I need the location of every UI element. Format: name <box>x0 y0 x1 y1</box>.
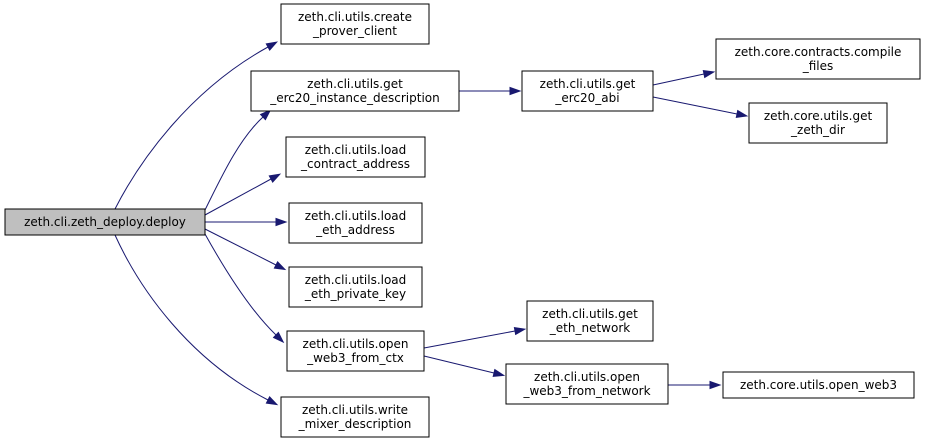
node-get-erc20-abi[interactable]: zeth.cli.utils.get_erc20_abi <box>521 70 654 112</box>
edge-line <box>204 178 272 216</box>
edge-deploy-to-load_contract_address <box>204 173 282 216</box>
node-get-zeth-dir[interactable]: zeth.core.utils.get_zeth_dir <box>748 102 888 144</box>
node-write-mixer-description[interactable]: zeth.cli.utils.write_mixer_description <box>280 396 430 438</box>
edge-open_web3_from_ctx-to-open_web3_from_network <box>423 355 506 377</box>
node-box <box>285 136 426 178</box>
node-label: zeth.cli.utils.open <box>534 370 640 384</box>
edge-open_web3_from_ctx-to-get_eth_network <box>423 326 527 349</box>
edge-line <box>114 46 269 210</box>
node-label: zeth.core.utils.open_web3 <box>740 378 897 392</box>
node-label: _eth_network <box>549 321 630 335</box>
node-box <box>715 38 921 80</box>
node-label: _files <box>802 59 834 73</box>
arrowhead-icon <box>272 331 285 344</box>
node-label: _eth_private_key <box>304 287 406 301</box>
node-label: zeth.core.utils.get <box>764 109 873 123</box>
node-label: _web3_from_network <box>522 384 650 398</box>
node-compile-files[interactable]: zeth.core.contracts.compile_files <box>715 38 921 80</box>
arrowhead-icon <box>273 261 287 271</box>
edge-deploy-to-write_mixer_description <box>114 234 279 406</box>
node-box <box>250 70 460 112</box>
node-load-eth-address[interactable]: zeth.cli.utils.load_eth_address <box>288 202 423 244</box>
edge-line <box>423 355 495 374</box>
node-box <box>526 300 654 342</box>
arrowhead-icon <box>513 326 527 336</box>
edge-open_web3_from_network-to-open_web3 <box>668 380 722 390</box>
arrowhead-icon <box>265 41 279 51</box>
node-label: _erc20_instance_description <box>269 91 439 105</box>
edge-line <box>423 330 516 349</box>
node-label: zeth.core.contracts.compile <box>735 45 902 59</box>
node-label: zeth.cli.utils.load <box>305 273 407 287</box>
node-box <box>722 371 915 399</box>
node-label: zeth.cli.utils.load <box>305 209 407 223</box>
arrowhead-icon <box>735 109 749 118</box>
node-box <box>748 102 888 144</box>
node-box <box>505 363 669 405</box>
edge-deploy-to-load_eth_address <box>205 217 288 227</box>
arrowhead-icon <box>492 368 506 377</box>
node-label: zeth.cli.utils.write <box>302 403 408 417</box>
arrowhead-icon <box>268 173 282 183</box>
node-label: _prover_client <box>312 24 397 38</box>
node-label: _web3_from_ctx <box>306 351 404 365</box>
arrowhead-icon <box>259 109 272 121</box>
edges <box>114 41 749 406</box>
node-label: zeth.cli.zeth_deploy.deploy <box>24 215 186 229</box>
node-label: zeth.cli.utils.create <box>298 10 412 24</box>
node-label: _erc20_abi <box>554 91 619 105</box>
node-label: _zeth_dir <box>790 123 845 137</box>
node-get-eth-network[interactable]: zeth.cli.utils.get_eth_network <box>526 300 654 342</box>
edge-deploy-to-get_erc20_instance_description <box>204 109 272 211</box>
node-box <box>280 3 430 45</box>
edge-line <box>652 96 738 115</box>
node-box <box>521 70 654 112</box>
edge-line <box>204 228 277 266</box>
edge-deploy-to-create_prover_client <box>114 41 279 210</box>
edge-line <box>652 73 705 86</box>
edge-line <box>114 234 269 401</box>
node-deploy[interactable]: zeth.cli.zeth_deploy.deploy <box>4 208 206 236</box>
edge-get_erc20_instance_description-to-get_erc20_abi <box>459 86 522 96</box>
edge-get_erc20_abi-to-compile_files <box>652 70 716 86</box>
node-label: _eth_address <box>315 223 395 237</box>
edge-get_erc20_abi-to-get_zeth_dir <box>652 96 749 118</box>
node-label: zeth.cli.utils.get <box>307 77 403 91</box>
node-get-erc20-instance-description[interactable]: zeth.cli.utils.get_erc20_instance_descri… <box>250 70 460 112</box>
node-load-eth-private-key[interactable]: zeth.cli.utils.load_eth_private_key <box>288 266 423 308</box>
node-box <box>280 396 430 438</box>
arrowhead-icon <box>275 217 288 227</box>
node-box <box>286 330 425 372</box>
arrowhead-icon <box>702 70 716 79</box>
node-box <box>288 202 423 244</box>
node-label: zeth.cli.utils.get <box>540 77 636 91</box>
node-label: zeth.cli.utils.load <box>305 143 407 157</box>
edge-deploy-to-load_eth_private_key <box>204 228 287 271</box>
node-open-web3-from-ctx[interactable]: zeth.cli.utils.open_web3_from_ctx <box>286 330 425 372</box>
node-create-prover-client[interactable]: zeth.cli.utils.create_prover_client <box>280 3 430 45</box>
arrowhead-icon <box>265 396 279 406</box>
node-label: _mixer_description <box>298 417 412 431</box>
edge-deploy-to-open_web3_from_ctx <box>204 233 285 344</box>
arrowhead-icon <box>709 380 722 390</box>
node-load-contract-address[interactable]: zeth.cli.utils.load_contract_address <box>285 136 426 178</box>
arrowhead-icon <box>509 86 522 96</box>
node-label: zeth.cli.utils.get <box>542 307 638 321</box>
edge-line <box>204 116 264 211</box>
node-box <box>4 208 206 236</box>
node-label: _contract_address <box>300 157 410 171</box>
edge-line <box>204 233 277 336</box>
node-open-web3[interactable]: zeth.core.utils.open_web3 <box>722 371 915 399</box>
nodes: zeth.cli.zeth_deploy.deploy zeth.cli.util… <box>4 3 921 438</box>
node-open-web3-from-network[interactable]: zeth.cli.utils.open_web3_from_network <box>505 363 669 405</box>
node-label: zeth.cli.utils.open <box>303 337 409 351</box>
node-box <box>288 266 423 308</box>
